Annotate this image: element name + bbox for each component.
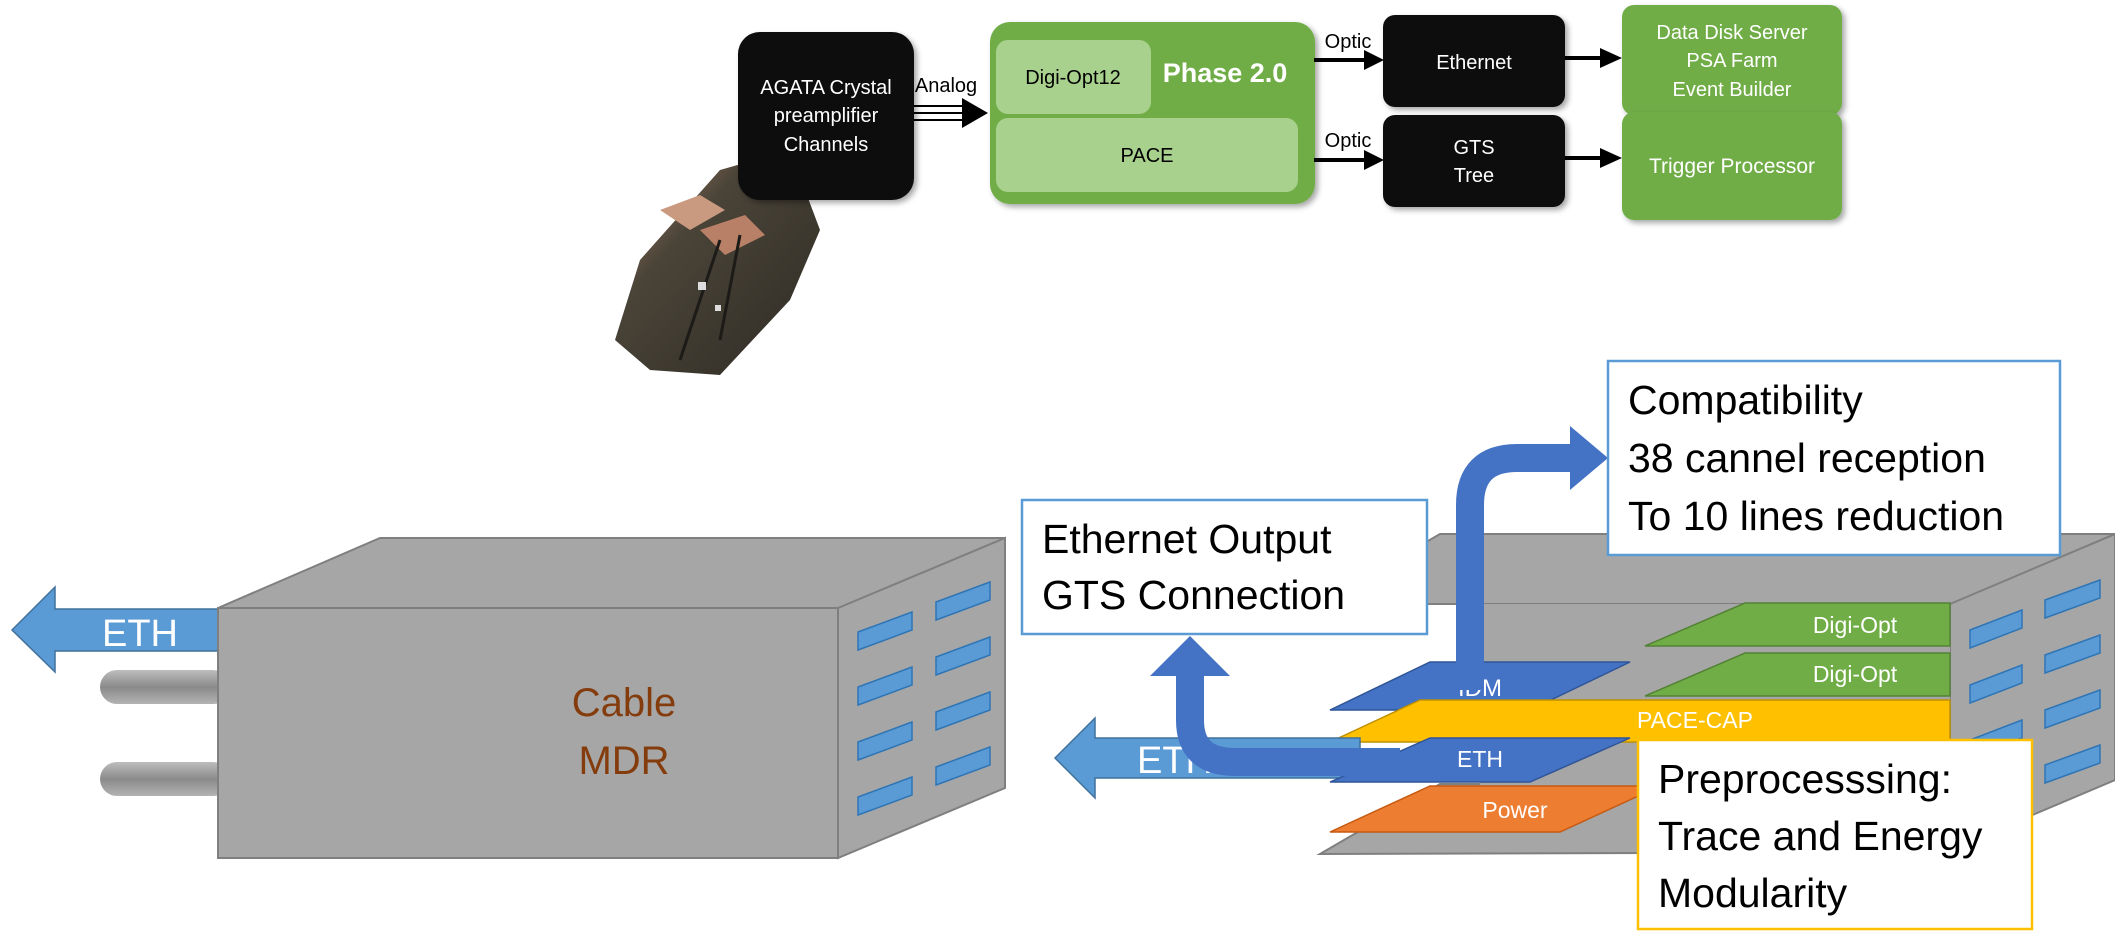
pace-cap-label: PACE-CAP: [1637, 707, 1753, 733]
phase-2-box: Digi-Opt12 Phase 2.0 PACE: [990, 22, 1315, 204]
analog-arrow: Analog: [914, 75, 988, 128]
layer-eth: ETH: [1329, 737, 1631, 783]
mdr-label: MDR: [578, 739, 669, 783]
layer-digi-opt-2: Digi-Opt: [1644, 652, 1951, 697]
compatibility-line-1: Compatibility: [1628, 377, 1863, 423]
gts-label-line-1: GTS: [1453, 137, 1494, 159]
left-eth-label: ETH: [102, 613, 178, 655]
preprocessing-line-2: Trace and Energy: [1658, 813, 1983, 859]
curved-arrow-to-ethernet-callout: [1150, 636, 1400, 776]
layer-power: Power: [1329, 785, 1661, 833]
left-unit-vents: [857, 580, 991, 817]
trigger-processor-label: Trigger Processor: [1649, 155, 1815, 178]
compatibility-line-3: To 10 lines reduction: [1628, 493, 2004, 539]
optic-label-top: Optic: [1325, 31, 1372, 53]
eth-layer-label: ETH: [1457, 746, 1503, 772]
data-server-box: Data Disk Server PSA Farm Event Builder: [1622, 5, 1842, 115]
data-server-line-3: Event Builder: [1673, 79, 1792, 101]
arrow-to-data-server: [1565, 48, 1622, 68]
data-server-line-1: Data Disk Server: [1656, 22, 1807, 44]
preprocessing-line-3: Modularity: [1658, 870, 1848, 916]
pace-label: PACE: [1121, 145, 1174, 167]
left-eth-arrow: ETH: [10, 585, 226, 674]
gts-label-line-2: Tree: [1454, 165, 1494, 187]
preprocessing-line-1: Preprocesssing:: [1658, 756, 1952, 802]
digi-opt-1-label: Digi-Opt: [1813, 612, 1898, 638]
compatibility-line-2: 38 cannel reception: [1628, 435, 1986, 481]
left-unit-box: Cable MDR: [217, 536, 1006, 860]
phase-title: Phase 2.0: [1163, 58, 1288, 88]
detector-label-line-1: AGATA Crystal: [760, 77, 892, 99]
optic-arrow-top: Optic: [1314, 31, 1384, 70]
analog-label: Analog: [915, 75, 977, 97]
detector-box: AGATA Crystal preamplifier Channels: [738, 32, 914, 200]
data-server-line-2: PSA Farm: [1686, 50, 1777, 72]
curved-arrow-to-compatibility-callout: [1456, 426, 1608, 690]
digi-opt12-label: Digi-Opt12: [1025, 67, 1121, 89]
detector-label-line-3: Channels: [784, 134, 869, 156]
preprocessing-callout: Preprocesssing: Trace and Energy Modular…: [1636, 738, 2034, 931]
optic-label-bottom: Optic: [1325, 130, 1372, 152]
ethernet-callout-line-1: Ethernet Output: [1042, 516, 1332, 562]
detector-label-line-2: preamplifier: [774, 105, 879, 127]
arrow-to-trigger: [1565, 148, 1622, 168]
ethernet-callout: Ethernet Output GTS Connection: [1020, 498, 1429, 636]
gts-tree-box: GTS Tree: [1383, 115, 1565, 207]
trigger-processor-box: Trigger Processor: [1622, 112, 1842, 220]
optic-arrow-bottom: Optic: [1314, 130, 1384, 170]
agata-crystal-image: [615, 150, 820, 375]
ethernet-box: Ethernet: [1383, 15, 1565, 107]
layer-digi-opt-1: Digi-Opt: [1644, 602, 1951, 647]
left-cables: [100, 670, 230, 796]
digi-opt-2-label: Digi-Opt: [1813, 661, 1898, 687]
layer-pace-cap: PACE-CAP: [1329, 699, 1951, 743]
ethernet-box-label: Ethernet: [1436, 52, 1512, 74]
power-label: Power: [1482, 797, 1548, 823]
compatibility-callout: Compatibility 38 cannel reception To 10 …: [1606, 359, 2062, 557]
cable-label: Cable: [572, 681, 677, 725]
ethernet-callout-line-2: GTS Connection: [1042, 572, 1345, 618]
